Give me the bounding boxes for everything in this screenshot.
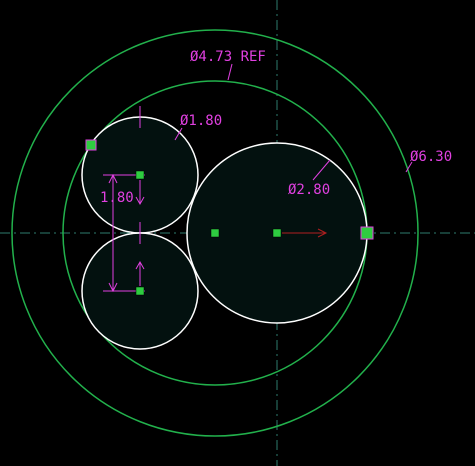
arrow-icon [135, 260, 145, 286]
dimension-small-circle[interactable]: Ø1.80 [180, 113, 222, 129]
dimension-large-circle[interactable]: Ø2.80 [288, 182, 330, 198]
grip-square-icon[interactable] [360, 226, 374, 240]
arrow-icon [282, 228, 328, 238]
grip-square-icon[interactable] [135, 286, 145, 296]
outer-circle[interactable] [11, 29, 419, 437]
dimension-spacing[interactable]: 1.80 [100, 190, 134, 206]
leader-outer-ref [227, 63, 233, 81]
grip-square-icon[interactable] [135, 170, 145, 180]
leader-outer [405, 161, 413, 173]
grip-square-icon[interactable] [210, 228, 220, 238]
arrow-icon [135, 180, 145, 206]
dimension-outer[interactable]: Ø6.30 [410, 149, 452, 165]
dim-arrow-bottom [108, 282, 118, 293]
dim-arrow-top [108, 173, 118, 184]
grip-square-icon[interactable] [85, 139, 97, 151]
dimension-outer-ref[interactable]: Ø4.73 REF [190, 49, 266, 65]
leader-small [174, 127, 183, 141]
grip-square-icon[interactable] [272, 228, 282, 238]
leader-large [312, 159, 331, 181]
